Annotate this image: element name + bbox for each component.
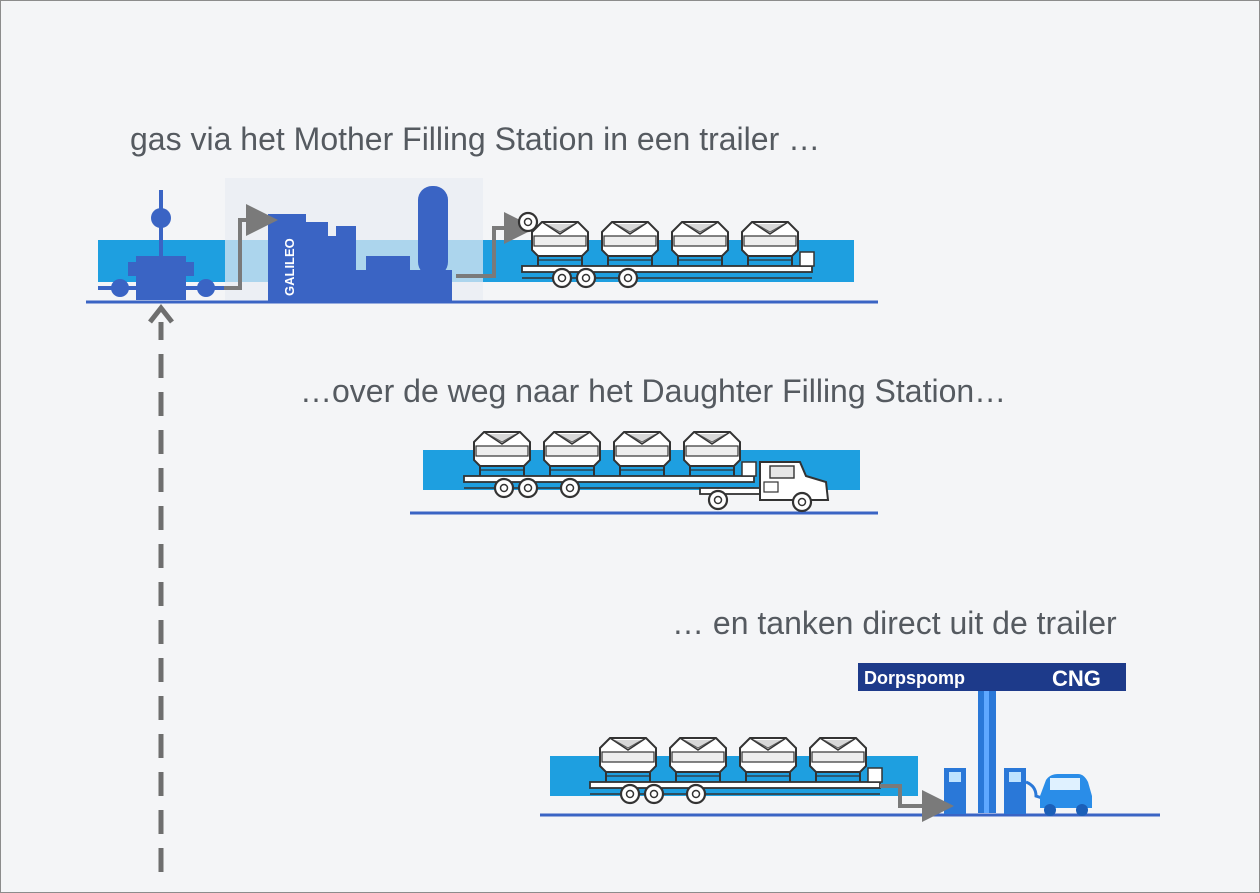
caption-mother-station: gas via het Mother Filling Station in ee…: [130, 121, 821, 157]
station-name-label: Dorpspomp: [864, 668, 965, 688]
truck-tractor: [699, 461, 830, 513]
road-transport-scene: [410, 432, 878, 515]
station-fuel-label: CNG: [1052, 666, 1101, 691]
compressor-unit: GALILEO: [268, 186, 452, 302]
daughter-station-scene: Dorpspomp CNG: [540, 663, 1160, 822]
flow-arrow-to-trailer: [456, 212, 536, 278]
compressor-brand-label: GALILEO: [282, 238, 297, 296]
pipeline-valve: [98, 190, 240, 300]
flow-arrow-to-compressor: [224, 204, 278, 290]
fuel-dispenser-right: [1004, 768, 1043, 814]
dashed-return-arrowhead: [148, 303, 174, 324]
mother-station-scene: GALILEO: [86, 178, 878, 304]
station-sign-board: [858, 663, 1126, 691]
station-canopy: Dorpspomp CNG: [858, 663, 1126, 813]
caption-road-transport: …over de weg naar het Daughter Filling S…: [300, 373, 1007, 409]
flow-arrow-to-dispenser: [880, 784, 954, 822]
caption-refuel-direct: … en tanken direct uit de trailer: [672, 605, 1117, 641]
fuel-dispenser-left: [944, 768, 966, 814]
car-refuelling: [1040, 774, 1092, 816]
